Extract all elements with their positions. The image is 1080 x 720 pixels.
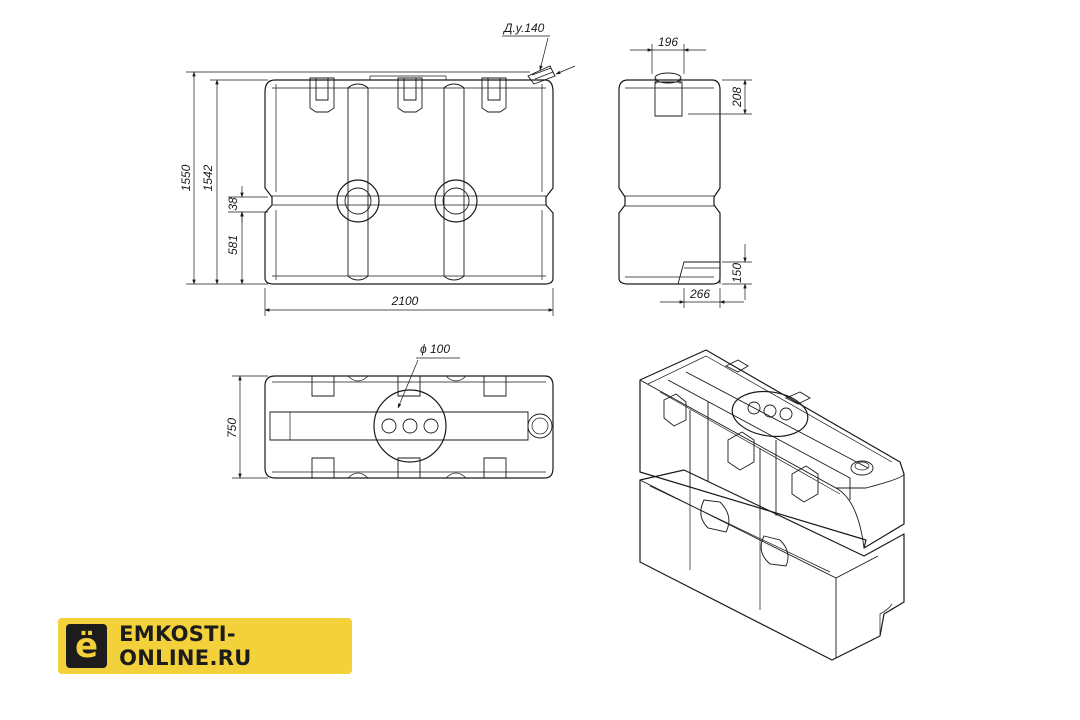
- top-dimensions: 750 ϕ 100: [225, 342, 460, 479]
- dim-side-foot-width: 266: [689, 287, 710, 301]
- side-view: [618, 72, 721, 285]
- dim-hole-diameter: ϕ 100: [420, 342, 450, 356]
- dim-nominal-diameter: Д.у.140: [502, 21, 545, 35]
- dim-width: 750: [225, 418, 239, 438]
- dim-side-top-width: 196: [658, 35, 678, 49]
- top-view: [264, 375, 554, 479]
- side-dimensions: 196 208 150 266: [630, 35, 752, 308]
- front-dimensions: 1550 1542 38 581 2100 Д.у.140: [179, 21, 576, 316]
- dim-side-foot-height: 150: [730, 263, 744, 283]
- dim-rib-offset: 38: [226, 197, 240, 211]
- dim-side-top-height: 208: [730, 87, 744, 108]
- brand-logo[interactable]: ё EMKOSTI-ONLINE.RU: [58, 618, 352, 674]
- logo-mark-icon: ё: [66, 624, 108, 668]
- logo-text: EMKOSTI-ONLINE.RU: [119, 622, 252, 670]
- dim-lower-height: 581: [226, 235, 240, 255]
- dim-length: 2100: [391, 294, 419, 308]
- isometric-view: [639, 349, 905, 661]
- dim-overall-height: 1550: [179, 164, 193, 191]
- dim-body-height: 1542: [201, 164, 215, 191]
- front-view: [264, 65, 556, 285]
